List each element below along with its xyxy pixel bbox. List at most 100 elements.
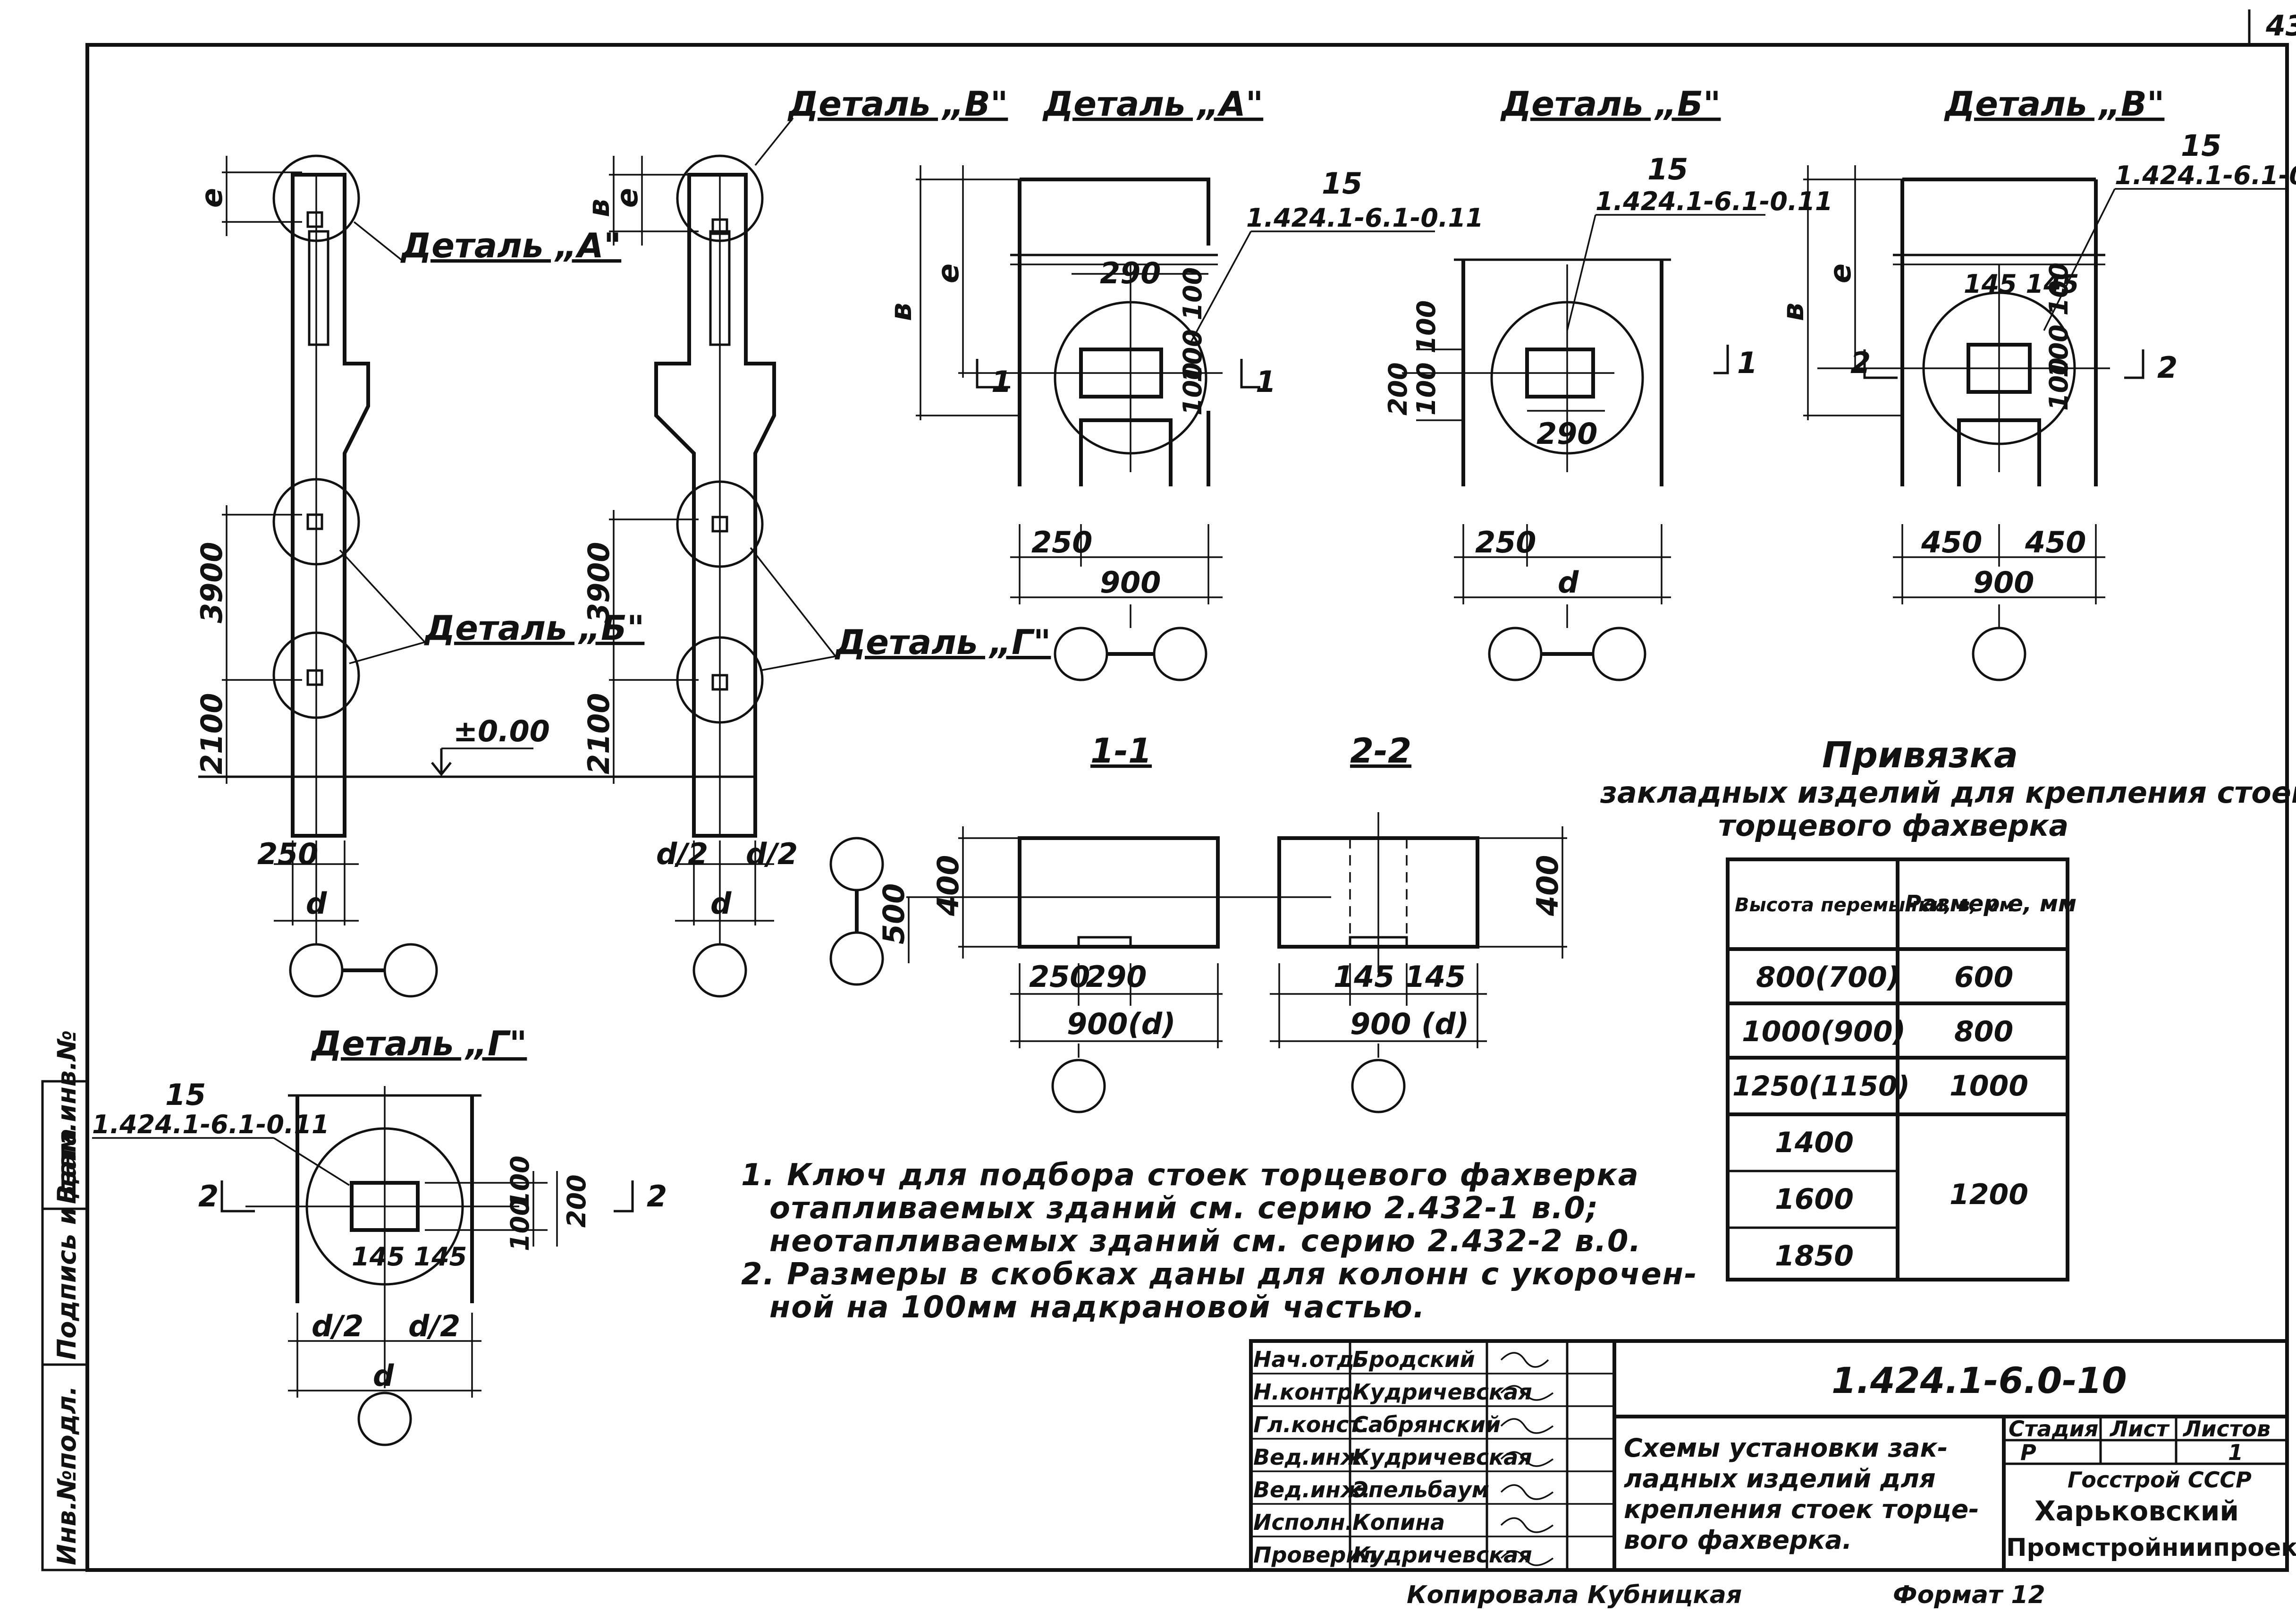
svg-text:Кудричевская: Кудричевская: [1352, 1444, 1532, 1470]
svg-text:250: 250: [1029, 959, 1090, 994]
dim-e-col1: e: [194, 188, 229, 208]
dim-d-col2: d: [710, 886, 732, 921]
svg-text:Н.контр.: Н.контр.: [1253, 1379, 1361, 1405]
svg-text:в: в: [884, 303, 918, 321]
svg-text:Гл.конст.: Гл.конст.: [1253, 1412, 1370, 1437]
page-number: 43: [2265, 9, 2296, 42]
svg-text:145 145: 145 145: [1334, 959, 1466, 994]
svg-text:200: 200: [1383, 362, 1413, 416]
table-e-0: 600: [1954, 961, 2013, 994]
svg-text:250: 250: [1031, 525, 1092, 560]
svg-text:Схемы установки зак-: Схемы установки зак-: [1624, 1433, 1948, 1463]
svg-text:Р: Р: [2020, 1440, 2036, 1465]
table-h-1: 1000(900): [1742, 1015, 1906, 1048]
svg-text:1.424.1-6.1-0.11: 1.424.1-6.1-0.11: [92, 1110, 329, 1139]
svg-text:290: 290: [1536, 416, 1597, 451]
svg-text:d/2: d/2: [312, 1309, 363, 1343]
detail-b: Деталь „Б" 100 100 200 290 15 1.424.1-6.…: [1383, 84, 1833, 681]
svg-text:Бродский: Бродский: [1352, 1347, 1475, 1372]
label-level: ±0.00: [453, 714, 550, 748]
svg-text:Промстройниипроект: Промстройниипроект: [2006, 1534, 2296, 1562]
svg-text:145 145: 145 145: [352, 1242, 467, 1272]
svg-text:Вед.инж.: Вед.инж.: [1253, 1477, 1370, 1502]
svg-text:100: 100: [505, 1198, 535, 1251]
table-h-4: 1600: [1775, 1183, 1854, 1216]
section-1-1: 1-1 400 500 250 290 900(d): [829, 731, 1331, 1113]
label-detail-b-col1: Деталь „Б": [424, 608, 644, 648]
svg-text:290: 290: [1100, 256, 1161, 290]
svg-text:1-1: 1-1: [1090, 731, 1152, 771]
sheet-frame: [85, 43, 2289, 1572]
svg-text:250: 250: [1475, 525, 1536, 560]
svg-text:100: 100: [505, 1155, 535, 1209]
svg-text:15: 15: [1647, 152, 1688, 187]
dim-2100-col2: 2100: [582, 693, 616, 774]
svg-text:ной на 100мм надкрановой часть: ной на 100мм надкрановой частью.: [769, 1290, 1426, 1325]
svg-text:Кудричевская: Кудричевская: [1352, 1542, 1532, 1568]
svg-text:1.424.1-6.1-0.11: 1.424.1-6.1-0.11: [2115, 161, 2296, 190]
svg-text:100 100: 100 100: [1411, 300, 1441, 416]
svg-text:Деталь „Г": Деталь „Г": [311, 1024, 527, 1063]
svg-text:1: 1: [1256, 365, 1276, 399]
svg-text:Нач.отд.: Нач.отд.: [1253, 1347, 1362, 1372]
side-inv: Инв.№подл.: [52, 1386, 82, 1565]
svg-text:вого фахверка.: вого фахверка.: [1624, 1525, 1852, 1555]
dim-d2-left: d/2: [656, 837, 708, 871]
svg-text:неотапливаемых зданий см. сери: неотапливаемых зданий см. серию 2.432-2 …: [769, 1224, 1642, 1259]
dim-250-col1: 250: [257, 837, 318, 871]
svg-text:в: в: [1776, 303, 1810, 321]
svg-text:145 145: 145 145: [1964, 269, 2079, 299]
svg-text:450: 450: [1921, 525, 1982, 560]
svg-text:15: 15: [1322, 166, 1362, 201]
table-subtitle1: закладных изделий для крепления стоек: [1600, 775, 2296, 810]
title-block: Нач.отд. Бродский Н.контр. Кудричевская …: [1249, 1339, 2296, 1572]
svg-text:900 (d): 900 (d): [1350, 1007, 1469, 1041]
svg-text:Деталь „Б": Деталь „Б": [1500, 84, 1721, 124]
svg-text:Вед.инж.: Вед.инж.: [1253, 1444, 1370, 1470]
svg-text:500: 500: [877, 883, 911, 944]
label-detail-v-top: Деталь „В": [787, 84, 1008, 124]
svg-text:ладных изделий для: ладных изделий для: [1624, 1464, 1936, 1494]
table-h-3: 1400: [1775, 1126, 1854, 1159]
svg-text:d: d: [1558, 565, 1579, 600]
copied-by: Копировала Кубницкая: [1407, 1581, 1742, 1609]
svg-text:2: 2: [1850, 346, 1871, 380]
svg-text:Проверил: Проверил: [1253, 1542, 1377, 1568]
table-h-2: 1250(1150): [1732, 1070, 1910, 1102]
svg-text:Кудричевская: Кудричевская: [1352, 1379, 1532, 1405]
dim-3900-col2: 3900: [582, 542, 616, 623]
detail-v: Деталь „В" в e 145 145 100 100 100 15 1.…: [1776, 84, 2296, 681]
svg-text:Харьковский: Харьковский: [2034, 1495, 2239, 1527]
signature-marks: [1500, 1352, 1554, 1566]
detail-g: Деталь „Г" 100 200 100 145 145 15 1.424.…: [92, 1024, 667, 1446]
section-2-2: 2-2 400 145 145 900 (d): [1270, 731, 1567, 1113]
svg-text:15: 15: [165, 1078, 206, 1112]
dim-b-col2: в: [582, 199, 616, 217]
table-col2-header: Размер е, мм: [1905, 891, 2077, 917]
svg-text:Деталь „В": Деталь „В": [1944, 84, 2164, 124]
doc-code: 1.424.1-6.0-10: [1832, 1359, 2127, 1401]
svg-text:1. Ключ для подбора стоек торц: 1. Ключ для подбора стоек торцевого фахв…: [741, 1158, 1639, 1193]
format-label: Формат 12: [1893, 1581, 2045, 1609]
svg-text:450: 450: [2025, 525, 2086, 560]
table-e-1: 800: [1954, 1015, 2013, 1048]
svg-text:2: 2: [2157, 350, 2178, 385]
dim-3900-col1: 3900: [194, 542, 229, 623]
side-strip: Инв.№подл. Подпись и дата Взам.инв.№: [41, 1030, 89, 1571]
label-detail-g-col2: Деталь „Г": [835, 622, 1051, 662]
label-detail-a-col1: Деталь „А": [400, 226, 621, 265]
svg-text:900: 900: [1100, 565, 1161, 600]
table-h-0: 800(700): [1756, 961, 1900, 994]
svg-text:d: d: [373, 1358, 394, 1393]
svg-text:900: 900: [1973, 565, 2034, 600]
table-h-5: 1850: [1775, 1239, 1854, 1273]
table-e-2: 1000: [1950, 1069, 2028, 1103]
column-elevation-1: e 3900 2100 250 d: [194, 154, 755, 998]
table-e-3: 1200: [1950, 1178, 2028, 1211]
table-col1-header: Высота перемычки, в, мм: [1735, 894, 2015, 916]
svg-text:290: 290: [1086, 959, 1147, 994]
svg-text:200: 200: [562, 1174, 591, 1228]
table-subtitle2: торцевого фахверка: [1718, 808, 2068, 843]
svg-text:2: 2: [198, 1179, 219, 1214]
svg-text:1: 1: [991, 365, 1012, 399]
